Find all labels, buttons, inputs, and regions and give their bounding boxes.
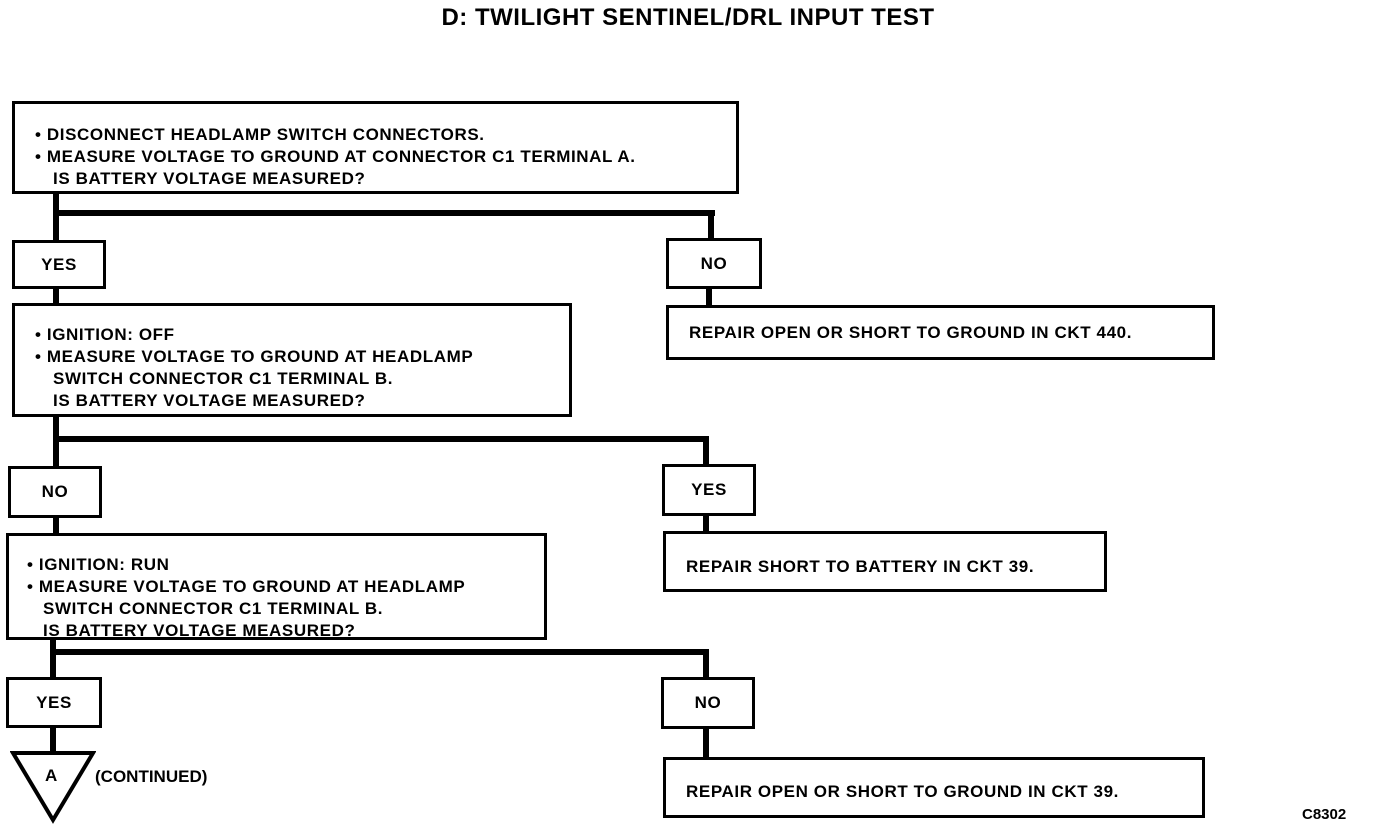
connector-line xyxy=(50,649,709,655)
step-text: • IGNITION: RUN xyxy=(27,555,170,574)
connector-line xyxy=(53,514,59,536)
answer-no-box: NO xyxy=(8,466,102,518)
answer-label: NO xyxy=(41,482,69,501)
step-text: • MEASURE VOLTAGE TO GROUND AT CONNECTOR… xyxy=(35,147,636,166)
result-text: REPAIR OPEN OR SHORT TO GROUND IN CKT 44… xyxy=(689,323,1133,342)
connector-line xyxy=(703,513,709,535)
answer-yes-box: YES xyxy=(12,240,106,289)
answer-label: NO xyxy=(700,253,728,273)
step-text: SWITCH CONNECTOR C1 TERMINAL B. xyxy=(53,369,394,388)
step-text: • MEASURE VOLTAGE TO GROUND AT HEADLAMP xyxy=(27,577,466,596)
step-text: • DISCONNECT HEADLAMP SWITCH CONNECTORS. xyxy=(35,125,485,144)
step-text: IS BATTERY VOLTAGE MEASURED? xyxy=(53,391,366,410)
connector-letter: A xyxy=(45,766,58,785)
answer-yes-box: YES xyxy=(662,464,756,516)
step-text: IS BATTERY VOLTAGE MEASURED? xyxy=(53,169,366,188)
answer-no-box: NO xyxy=(666,238,762,289)
figure-code: C8302 xyxy=(1302,806,1347,823)
step-box-1: • DISCONNECT HEADLAMP SWITCH CONNECTORS.… xyxy=(12,101,739,194)
result-text: REPAIR OPEN OR SHORT TO GROUND IN CKT 39… xyxy=(686,782,1119,801)
result-box-1: REPAIR OPEN OR SHORT TO GROUND IN CKT 44… xyxy=(666,305,1215,360)
answer-label: NO xyxy=(694,693,722,712)
step-box-3: • IGNITION: RUN • MEASURE VOLTAGE TO GRO… xyxy=(6,533,547,640)
result-text: REPAIR SHORT TO BATTERY IN CKT 39. xyxy=(686,557,1035,576)
connector-line xyxy=(53,436,709,442)
result-box-3: REPAIR OPEN OR SHORT TO GROUND IN CKT 39… xyxy=(663,757,1205,818)
connector-line xyxy=(53,285,59,307)
connector-line xyxy=(708,210,714,242)
result-box-2: REPAIR SHORT TO BATTERY IN CKT 39. xyxy=(663,531,1107,592)
step-text: • IGNITION: OFF xyxy=(35,325,175,344)
answer-label: YES xyxy=(41,254,77,274)
answer-no-box: NO xyxy=(661,677,755,729)
answer-label: YES xyxy=(691,480,727,499)
connector-line xyxy=(50,724,56,756)
connector-line xyxy=(706,286,712,308)
connector-line xyxy=(703,649,709,679)
step-text: SWITCH CONNECTOR C1 TERMINAL B. xyxy=(43,599,384,618)
step-text: IS BATTERY VOLTAGE MEASURED? xyxy=(43,621,356,640)
offpage-connector-triangle xyxy=(10,751,96,824)
diagram-title: D: TWILIGHT SENTINEL/DRL INPUT TEST xyxy=(441,4,935,31)
connector-line xyxy=(703,436,709,466)
answer-label: YES xyxy=(36,692,72,712)
connector-line xyxy=(50,636,56,680)
step-text: • MEASURE VOLTAGE TO GROUND AT HEADLAMP xyxy=(35,347,474,366)
answer-yes-box: YES xyxy=(6,677,102,728)
continued-note: (CONTINUED) xyxy=(95,767,208,786)
connector-line xyxy=(53,210,715,216)
connector-line xyxy=(703,726,709,760)
step-box-2: • IGNITION: OFF • MEASURE VOLTAGE TO GRO… xyxy=(12,303,572,417)
